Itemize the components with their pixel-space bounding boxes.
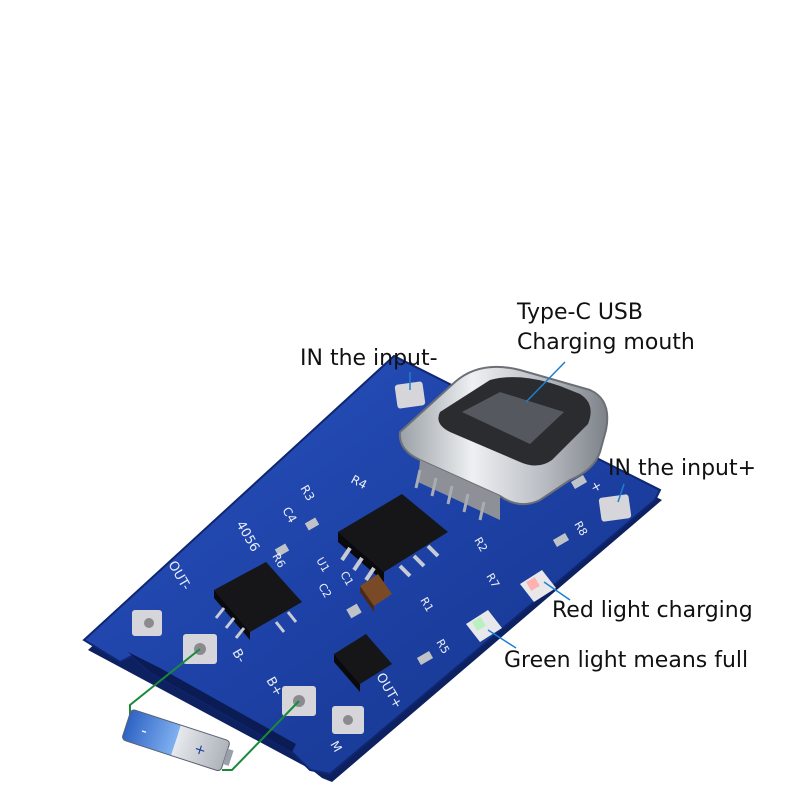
battery-plus-sign: +: [192, 741, 208, 760]
label-red-light: Red light charging: [552, 598, 753, 623]
silk-r3: R3: [297, 483, 317, 504]
silk-r5: R5: [433, 637, 452, 656]
label-green-light: Green light means full: [504, 648, 749, 673]
silk-r2: R2: [471, 535, 490, 554]
battery-notch: [128, 652, 296, 752]
led-red: [520, 570, 556, 602]
silk-r8: R8: [571, 519, 590, 538]
chip-mosfet: [334, 634, 392, 692]
label-in-plus: IN the input+: [608, 456, 757, 481]
callout-lines: [409, 361, 625, 649]
label-usb-line1: Type-C USB: [517, 300, 643, 325]
label-usb-line2: Charging mouth: [517, 330, 695, 355]
smd-components: [274, 475, 588, 665]
silk-r1: R1: [417, 595, 436, 614]
silk-r7: R7: [483, 571, 502, 590]
led-green: [466, 610, 502, 642]
chip-protection: [214, 562, 302, 640]
silk-c2: C2: [315, 581, 334, 600]
battery-icon: - +: [122, 709, 234, 772]
usb-c-connector: [398, 365, 609, 521]
silk-c4: C4: [279, 505, 299, 526]
label-in-minus: IN the input-: [300, 346, 438, 371]
pad-in-plus: [598, 494, 632, 522]
silk-c1: C1: [337, 569, 356, 588]
chip-charger: [338, 494, 448, 582]
capacitor: [360, 574, 392, 612]
battery-minus-sign: -: [139, 721, 150, 741]
silk-r4: R4: [349, 472, 370, 492]
silk-r6: R6: [269, 551, 288, 570]
pad-in-minus: [394, 381, 426, 409]
